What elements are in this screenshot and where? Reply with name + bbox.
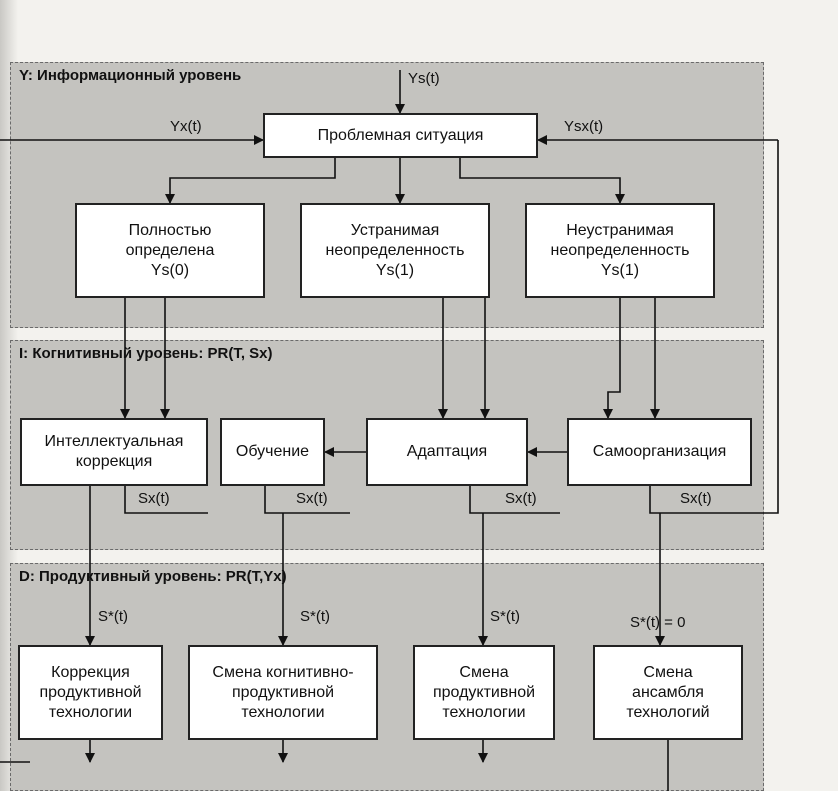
intellectual-line2: коррекция <box>75 453 153 470</box>
correction-technology-box: Коррекция продуктивной технологии <box>18 645 163 740</box>
adaptation-text: Адаптация <box>406 443 488 460</box>
product-change-line1: Смена <box>459 663 509 681</box>
intellectual-line1: Интеллектуальная <box>44 433 184 450</box>
fully-defined-line2: определена <box>125 241 215 259</box>
cognitive-level-title: I: Когнитивный уровень: PR(T, Sx) <box>19 345 273 362</box>
ensemble-change-line2: ансамбля <box>632 683 704 701</box>
cognitive-change-line3: технологии <box>241 703 325 721</box>
sx-label-1: Sx(t) <box>138 490 170 507</box>
s-star-label-2: S*(t) <box>300 608 330 625</box>
removable-line3: Ys(1) <box>375 261 415 279</box>
correction-line2: продуктивной <box>39 683 142 701</box>
sx-label-3: Sx(t) <box>505 490 537 507</box>
removable-uncertainty-box: Устранимая неопределенность Ys(1) <box>300 203 490 298</box>
sx-label-2: Sx(t) <box>296 490 328 507</box>
problem-situation-text: Проблемная ситуация <box>317 126 484 144</box>
s-star-label-1: S*(t) <box>98 608 128 625</box>
adaptation-box: Адаптация <box>366 418 528 486</box>
problem-to-irremovable <box>459 158 625 204</box>
product-change-line2: продуктивной <box>432 683 536 701</box>
sx-label-4: Sx(t) <box>680 490 712 507</box>
ensemble-change-line3: технологий <box>626 703 710 721</box>
ys-input-label: Ys(t) <box>408 70 440 87</box>
product-change-line3: технологии <box>442 703 526 721</box>
correction-line1: Коррекция <box>51 663 130 681</box>
problem-situation-box: Проблемная ситуация <box>263 113 538 158</box>
fully-defined-box: Полностью определена Ys(0) <box>75 203 265 298</box>
cognitive-change-line1: Смена когнитивно- <box>212 663 354 681</box>
irremovable-line2: неопределенность <box>550 241 690 259</box>
ysx-input-label: Ysx(t) <box>564 118 604 135</box>
productive-level-title: D: Продуктивный уровень: PR(T,Yx) <box>19 568 287 585</box>
ensemble-change-line1: Смена <box>643 663 693 681</box>
self-organization-text: Самоорганизация <box>592 443 727 460</box>
removable-line1: Устранимая <box>350 221 440 239</box>
s-star-label-3: S*(t) <box>490 608 520 625</box>
fully-defined-line3: Ys(0) <box>150 261 190 279</box>
information-level-title: Y: Информационный уровень <box>19 67 242 84</box>
irremovable-uncertainty-box: Неустранимая неопределенность Ys(1) <box>525 203 715 298</box>
cognitive-change-line2: продуктивной <box>231 683 335 701</box>
learning-box: Обучение <box>220 418 325 486</box>
cognitive-change-box: Смена когнитивно- продуктивной технологи… <box>188 645 378 740</box>
intellectual-correction-box: Интеллектуальная коррекция <box>20 418 208 486</box>
ysx-loop-line <box>764 140 779 514</box>
problem-to-defined <box>165 158 336 204</box>
product-change-box: Смена продуктивной технологии <box>413 645 555 740</box>
removable-line2: неопределенность <box>325 241 465 259</box>
irremovable-line1: Неустранимая <box>566 221 674 239</box>
learning-text: Обучение <box>235 443 310 460</box>
correction-line3: технологии <box>48 703 133 721</box>
fully-defined-line1: Полностью <box>128 221 212 239</box>
irremovable-line3: Ys(1) <box>600 261 640 279</box>
s-star-zero-label: S*(t) = 0 <box>630 614 686 631</box>
ensemble-change-box: Смена ансамбля технологий <box>593 645 743 740</box>
self-organization-box: Самоорганизация <box>567 418 752 486</box>
yx-input-label: Yx(t) <box>170 118 202 135</box>
